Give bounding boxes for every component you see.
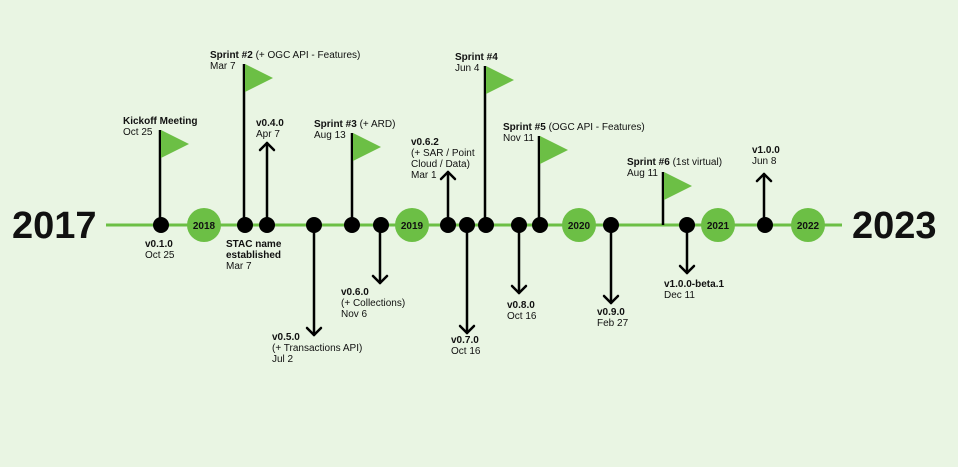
year-text-2019: 2019 xyxy=(401,221,424,232)
label-v050: v0.5.0(+ Transactions API)Jul 2 xyxy=(272,332,363,365)
year-text-2021: 2021 xyxy=(707,221,730,232)
arrow-down-v080 xyxy=(510,223,528,295)
flag-kickoff xyxy=(158,130,189,225)
end-year-label: 2023 xyxy=(852,205,937,247)
label-v060: v0.6.0(+ Collections)Nov 6 xyxy=(341,287,406,320)
dot-v070 xyxy=(459,217,475,233)
arrow-down-v060 xyxy=(371,223,389,285)
year-text-2018: 2018 xyxy=(193,221,216,232)
dot-v050 xyxy=(306,217,322,233)
label-sprint3: Sprint #3 (+ ARD)Aug 13 xyxy=(314,119,396,141)
flag-sprint5 xyxy=(537,136,568,225)
year-circle-2020 xyxy=(562,208,596,242)
dot-stac-name xyxy=(237,217,253,233)
year-text-2020: 2020 xyxy=(568,221,591,232)
dot-v060 xyxy=(373,217,389,233)
dot-sprint4 xyxy=(478,217,494,233)
start-year-label: 2017 xyxy=(12,205,97,247)
label-sprint6: Sprint #6 (1st virtual)Aug 11 xyxy=(627,157,723,179)
dot-v100 xyxy=(757,217,773,233)
year-circle-2022 xyxy=(791,208,825,242)
release-arrows xyxy=(258,141,773,337)
dot-sprint5 xyxy=(532,217,548,233)
dot-sprint3 xyxy=(344,217,360,233)
year-circle-2018 xyxy=(187,208,221,242)
dot-v062 xyxy=(440,217,456,233)
flag-sprint4 xyxy=(483,66,514,225)
arrow-down-v090 xyxy=(602,223,620,305)
dot-v080 xyxy=(511,217,527,233)
arrow-down-v070 xyxy=(458,223,476,335)
year-text-2022: 2022 xyxy=(797,221,820,232)
flags xyxy=(158,64,692,225)
event-dots xyxy=(153,217,773,233)
arrow-down-v050 xyxy=(305,223,323,337)
arrow-up-v062 xyxy=(439,170,457,227)
year-circle-2021 xyxy=(701,208,735,242)
label-sprint5: Sprint #5 (OGC API - Features)Nov 11 xyxy=(503,122,645,144)
dot-v100beta1 xyxy=(679,217,695,233)
dot-v040 xyxy=(259,217,275,233)
year-circle-2019 xyxy=(395,208,429,242)
flag-sprint3 xyxy=(350,133,381,225)
year-markers: 2018 2019 2020 2021 2022 xyxy=(187,208,825,242)
arrow-up-v100 xyxy=(755,172,773,227)
flag-sprint6 xyxy=(661,172,692,225)
flag-sprint2 xyxy=(242,64,273,225)
dot-v090 xyxy=(603,217,619,233)
dot-v010 xyxy=(153,217,169,233)
arrow-up-v040 xyxy=(258,141,276,227)
label-sprint2: Sprint #2 (+ OGC API - Features)Mar 7 xyxy=(210,50,361,72)
